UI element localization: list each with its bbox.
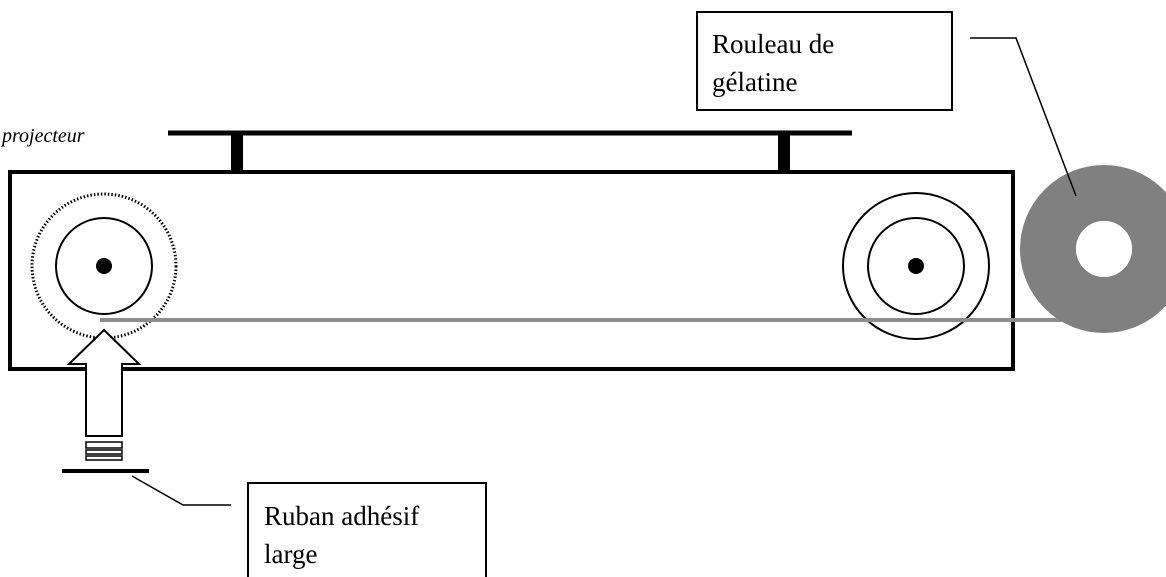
rouleau-callout: Rouleau de gélatine xyxy=(696,11,1077,197)
tape-stack-1 xyxy=(85,441,123,449)
projector-body xyxy=(8,170,1015,371)
up-arrow-icon xyxy=(66,328,142,437)
rouleau-label-line1: Rouleau de xyxy=(712,29,834,59)
gelatin-roll-core xyxy=(1076,221,1132,277)
projector-handle xyxy=(168,130,852,172)
rouleau-label-line2: gélatine xyxy=(712,67,797,97)
tape-stack-3 xyxy=(85,455,123,461)
projecteur-label: projecteur xyxy=(0,125,85,147)
tape-stack-2 xyxy=(85,449,123,455)
right-reel-hub xyxy=(908,258,924,274)
right-reel xyxy=(842,192,990,340)
ruban-callout: Ruban adhésif large xyxy=(131,475,487,577)
gelatin-roll-ring xyxy=(1020,165,1166,333)
ruban-label-box xyxy=(247,482,487,577)
right-reel-outer xyxy=(842,192,990,340)
right-reel-inner xyxy=(867,217,965,315)
rouleau-label-box xyxy=(696,11,953,111)
rouleau-leader-line xyxy=(970,37,1077,197)
left-reel xyxy=(30,192,178,340)
ruban-label-line2: large xyxy=(264,539,317,569)
insert-arrow xyxy=(62,328,149,473)
gelatin-roll xyxy=(1020,165,1166,333)
left-reel-inner xyxy=(55,217,153,315)
left-reel-hub xyxy=(96,258,112,274)
handle-post-right xyxy=(778,133,790,172)
ruban-label-line1: Ruban adhésif xyxy=(264,501,419,531)
ruban-leader-line xyxy=(131,475,231,506)
handle-post-left xyxy=(231,133,243,172)
